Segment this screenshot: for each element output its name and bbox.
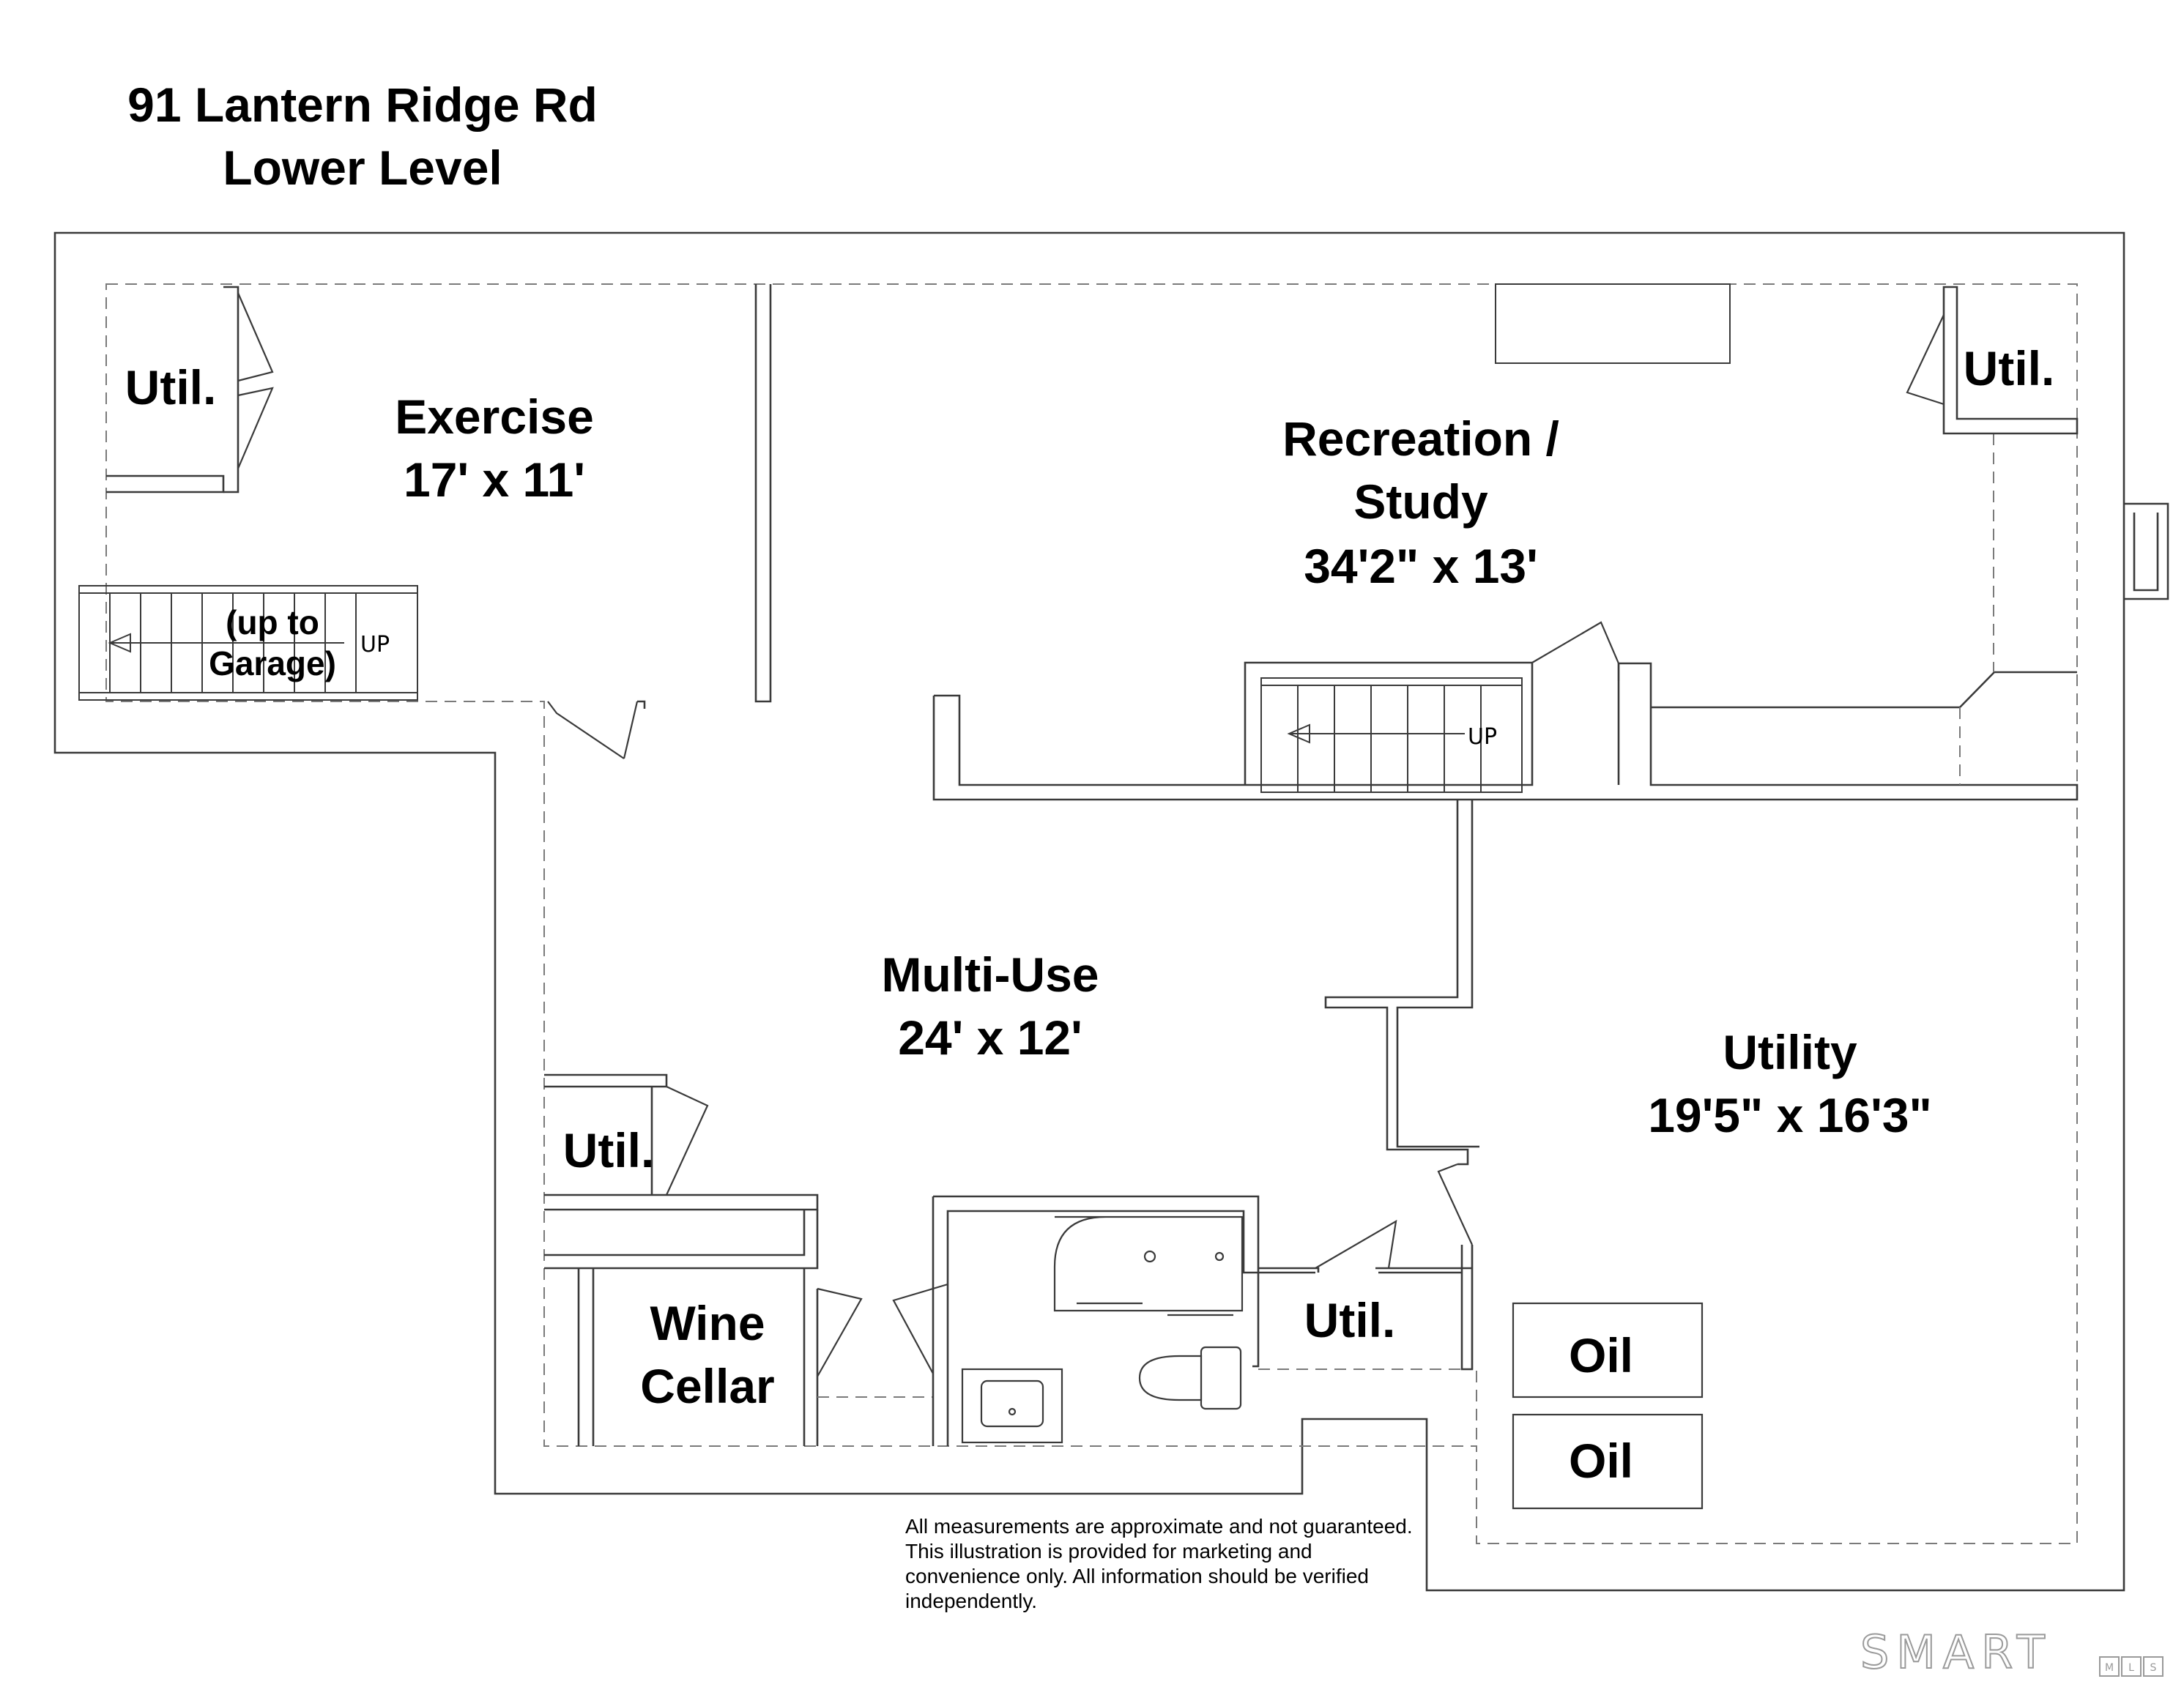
oil-tank-2-label: Oil [1569,1434,1633,1488]
exercise-name: Exercise [395,390,594,444]
recreation-size: 34'2" x 13' [1304,539,1538,593]
tub-drain [1143,1250,1156,1263]
oil-tank-2 [1512,1413,1704,1510]
interior-boundary [105,283,2078,1544]
wine-cellar-door [817,1287,863,1377]
exercise-util-label: Util. [125,360,217,414]
multi-use-util-closet-door [666,1086,709,1196]
multi-use-util-label: Util. [563,1123,655,1177]
oil-tank-1 [1512,1302,1704,1399]
plan-title-level: Lower Level [223,141,502,195]
utility-door [1437,1163,1474,1369]
recreation-name-line1: Recreation / [1282,411,1559,466]
recreation-stair-outline [1260,677,1523,793]
utility-size: 19'5" x 16'3" [1648,1088,1932,1142]
recreation-stair [1260,677,1523,793]
exercise-east-wall [754,284,772,703]
toilet-bowl [1138,1355,1203,1401]
bath-util-closet-door [1315,1219,1397,1269]
utility-west-wall [1324,800,1469,1166]
exercise-util-closet-wall [106,474,225,494]
wine-cellar-name-line1: Wine [650,1296,765,1350]
smart-mls-logo-letter-m: M [2099,1656,2120,1677]
wine-cellar-name-line2: Cellar [640,1359,774,1413]
garage-stair [78,585,418,701]
utility-name: Utility [1723,1025,1857,1079]
wine-cellar-wall [544,1210,819,1270]
garage-stair-up-label: UP [360,632,390,658]
bath-util-label: Util. [1304,1293,1396,1347]
sink [980,1379,1044,1428]
exercise-util-closet-door [237,292,274,469]
plan-title-address: 91 Lantern Ridge Rd [127,78,598,132]
recreation-stair-up-label: UP [1468,724,1497,750]
garage-stair-note-line1: (up to [226,603,319,641]
toilet-tank [1200,1346,1242,1410]
bathtub [1053,1215,1244,1312]
recreation-util-closet-wall [1942,286,2079,435]
fireplace [2124,502,2169,600]
recreation-stair-door [1531,621,1620,681]
exercise-door [547,701,639,759]
recreation-name-line2: Study [1353,474,1488,529]
outer-wall [53,231,2125,1592]
disclaimer-text: All measurements are approximate and not… [905,1515,1413,1612]
oil-tank-1-label: Oil [1569,1328,1633,1382]
garage-stair-note-line2: Garage) [209,644,336,682]
garage-stair-outline [78,585,418,701]
recreation-util-closet-door [1906,314,1945,406]
smart-mls-logo-letter-s: S [2143,1656,2163,1677]
multi-use-util-closet-wall [544,1073,668,1195]
bathroom-door [892,1283,948,1374]
multi-use-size: 24' x 12' [898,1010,1082,1065]
recreation-south-wall [934,661,1534,786]
exercise-size: 17' x 11' [404,453,585,507]
bathroom-wall [933,1195,1260,1446]
recreation-util-label: Util. [1964,341,2055,395]
window-bench [1495,283,1731,364]
smart-mls-logo-word: SMART [1860,1625,2052,1679]
bath-util-closet-wall [1252,1267,1472,1368]
smart-mls-logo-letter-l: L [2121,1656,2142,1677]
exercise-util-closet-side [223,286,239,494]
multi-use-name: Multi-Use [882,947,1099,1002]
